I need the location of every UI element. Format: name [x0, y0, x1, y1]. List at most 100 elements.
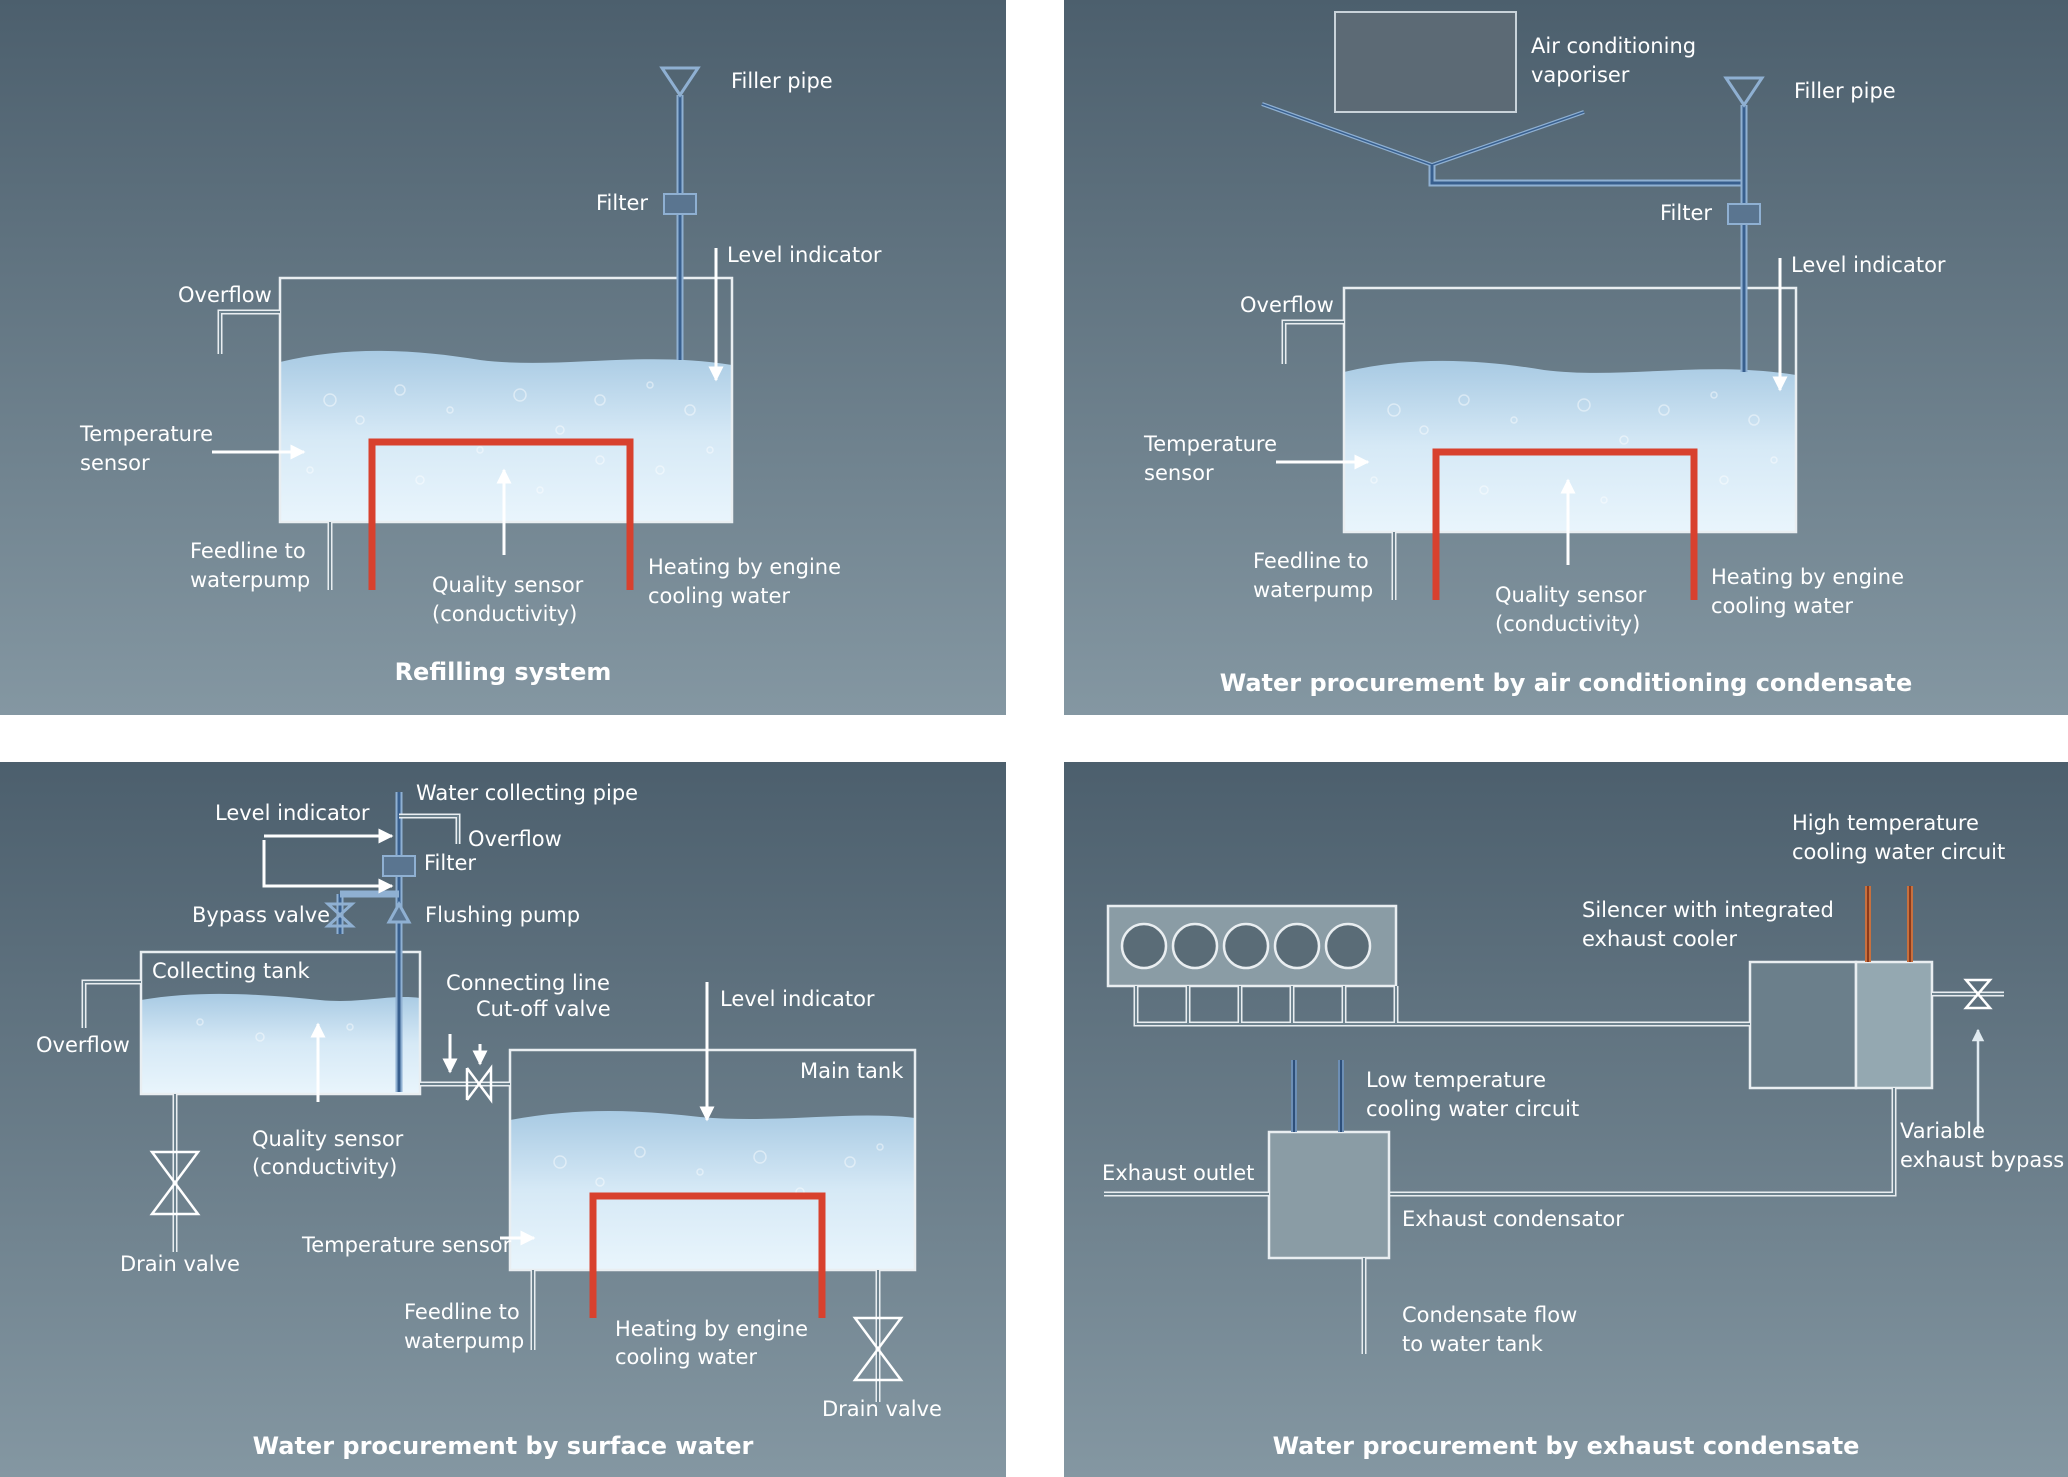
high-temperature-label-line1: High temperature — [1792, 811, 1979, 835]
exhaust-diagram: High temperature cooling water circuit S… — [1064, 762, 2068, 1477]
tank-water — [1344, 360, 1796, 532]
quality-sensor-label-line1: Quality sensor — [432, 573, 584, 597]
overflow-label: Overflow — [1240, 293, 1334, 317]
panel-background — [0, 0, 1006, 715]
water-bubbles — [196, 1018, 884, 1197]
main-tank — [508, 1048, 917, 1272]
panel-background — [1064, 0, 2068, 715]
condensate-flow-label-line1: Condensate flow — [1402, 1303, 1577, 1327]
heating-pipe — [1432, 448, 1698, 600]
panel-background — [1064, 762, 2068, 1477]
heating-label-line2: cooling water — [615, 1345, 757, 1369]
filter-label: Filter — [1660, 201, 1712, 225]
filler-pipe-label: Filler pipe — [731, 69, 833, 93]
level-indicator-top-arrow-lower — [262, 840, 394, 894]
overflow-label: Overflow — [178, 283, 272, 307]
condensate-flow-label-line2: to water tank — [1402, 1332, 1544, 1356]
temperature-sensor-label-line1: Temperature — [79, 422, 213, 446]
quality-sensor-label-line1: Quality sensor — [252, 1127, 404, 1151]
main-tank-water — [510, 1111, 915, 1270]
exhaust-cooler — [1854, 960, 1934, 1090]
heating-label-line2: cooling water — [1711, 594, 1853, 618]
connecting-line-label: Connecting line — [446, 971, 610, 995]
heating-label-line2: cooling water — [648, 584, 790, 608]
cutoff-valve-label: Cut-off valve — [476, 997, 611, 1021]
temperature-sensor-label-line1: Temperature — [1143, 432, 1277, 456]
feedline-label-line1: Feedline to — [190, 539, 306, 563]
collecting-tank — [139, 950, 422, 1096]
tank — [1342, 286, 1798, 534]
variable-bypass-label-line2: exhaust bypass — [1900, 1148, 2064, 1172]
panel-refilling-system: Filler pipe Filter Level indicator Overf… — [0, 0, 1006, 715]
filler-funnel — [659, 66, 701, 98]
water-bubbles — [1370, 391, 1778, 504]
tank-water — [280, 350, 732, 522]
temperature-sensor-label-line2: sensor — [1144, 461, 1214, 485]
bypass-valve-label: Bypass valve — [192, 903, 330, 927]
vaporiser-box — [1334, 11, 1517, 113]
drain-valve-left-label: Drain valve — [120, 1252, 240, 1276]
quality-sensor-label-line1: Quality sensor — [1495, 583, 1647, 607]
filler-funnel — [1723, 76, 1765, 108]
quality-sensor-label-line2: (conductivity) — [252, 1155, 397, 1179]
overflow-top-label: Overflow — [468, 827, 562, 851]
level-indicator-label: Level indicator — [727, 243, 882, 267]
feedline-label-line1: Feedline to — [1253, 549, 1369, 573]
engine-cylinders — [1120, 922, 1372, 970]
surface-water-diagram: Water collecting pipe Level indicator Ov… — [0, 762, 1006, 1477]
vaporiser-label-line1: Air conditioning — [1531, 34, 1696, 58]
filter-box — [663, 193, 697, 215]
drain-valve-right — [852, 1316, 904, 1382]
silencer — [1748, 960, 1858, 1090]
refilling-diagram: Filler pipe Filter Level indicator Overf… — [0, 0, 1006, 715]
collecting-tank-water — [141, 993, 420, 1094]
panel-surface-water: Water collecting pipe Level indicator Ov… — [0, 762, 1006, 1477]
heating-label-line1: Heating by engine — [1711, 565, 1904, 589]
temperature-sensor-label-line2: sensor — [80, 451, 150, 475]
filter-label: Filter — [596, 191, 648, 215]
low-temperature-label-line1: Low temperature — [1366, 1068, 1546, 1092]
overflow-left-label: Overflow — [36, 1033, 130, 1057]
feedline-label-line1: Feedline to — [404, 1300, 520, 1324]
feedline-label-line2: waterpump — [404, 1329, 524, 1353]
filter-label: Filter — [424, 851, 476, 875]
flushing-pump-label: Flushing pump — [425, 903, 580, 927]
bypass-valve — [1963, 978, 1993, 1010]
water-collecting-pipe-label: Water collecting pipe — [416, 781, 638, 805]
exhaust-condensator-label: Exhaust condensator — [1402, 1207, 1624, 1231]
exhaust-outlet-label: Exhaust outlet — [1102, 1161, 1254, 1185]
quality-sensor-label-line2: (conductivity) — [1495, 612, 1640, 636]
panel-title: Refilling system — [395, 658, 612, 686]
flushing-pump — [386, 900, 412, 924]
exhaust-condensator — [1267, 1130, 1391, 1260]
silencer-label-line2: exhaust cooler — [1582, 927, 1737, 951]
tank — [278, 276, 734, 524]
variable-bypass-label-line1: Variable — [1900, 1119, 1985, 1143]
heating-label-line1: Heating by engine — [615, 1317, 808, 1341]
panel-air-conditioning-condensate: Air conditioning vaporiser Filler pipe F… — [1064, 0, 2068, 715]
low-temperature-label-line2: cooling water circuit — [1366, 1097, 1579, 1121]
collecting-tank-label: Collecting tank — [152, 959, 310, 983]
heating-label-line1: Heating by engine — [648, 555, 841, 579]
panel-title: Water procurement by air conditioning co… — [1220, 669, 1913, 697]
filter-box — [382, 855, 416, 877]
panel-exhaust-condensate: High temperature cooling water circuit S… — [1064, 762, 2068, 1477]
heating-pipe — [589, 1192, 826, 1318]
panel-title: Water procurement by surface water — [253, 1432, 754, 1460]
feedline-label-line2: waterpump — [1253, 578, 1373, 602]
high-temperature-label-line2: cooling water circuit — [1792, 840, 2005, 864]
water-bubbles — [306, 381, 714, 494]
vaporiser-label-line2: vaporiser — [1531, 63, 1630, 87]
level-indicator-label: Level indicator — [1791, 253, 1946, 277]
main-tank-label: Main tank — [800, 1059, 904, 1083]
silencer-label-line1: Silencer with integrated — [1582, 898, 1834, 922]
temperature-sensor-label: Temperature sensor — [301, 1233, 512, 1257]
drain-valve-right-label: Drain valve — [822, 1397, 942, 1421]
quality-sensor-label-line2: (conductivity) — [432, 602, 577, 626]
heating-pipe — [368, 438, 634, 590]
air-conditioning-diagram: Air conditioning vaporiser Filler pipe F… — [1064, 0, 2068, 715]
cutoff-valve — [465, 1064, 493, 1104]
filter-box — [1727, 203, 1761, 225]
feedline-label-line2: waterpump — [190, 568, 310, 592]
filler-pipe-label: Filler pipe — [1794, 79, 1896, 103]
